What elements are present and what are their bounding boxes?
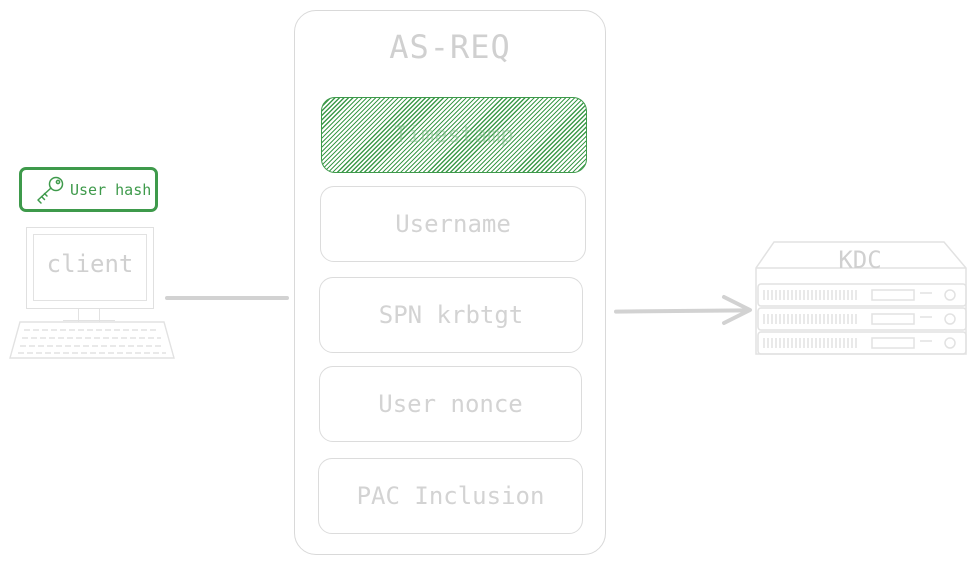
field-user-nonce: User nonce (319, 366, 582, 442)
field-label: User nonce (378, 390, 523, 418)
field-label: SPN krbtgt (378, 301, 524, 329)
user-hash-label: User hash (70, 180, 152, 199)
key-icon (37, 176, 64, 204)
monitor-stand-base (63, 320, 115, 324)
connector-client-to-asreq (165, 296, 289, 300)
field-timestamp: Timestamp (321, 97, 587, 173)
field-spn: SPN krbtgt (319, 277, 583, 353)
user-hash-badge: User hash (19, 167, 158, 212)
field-username: Username (320, 186, 586, 262)
arrowhead-icon (722, 295, 752, 325)
field-label: Username (395, 210, 511, 238)
field-label: Timestamp (394, 122, 514, 148)
client-screen (33, 234, 147, 301)
monitor-stand (78, 309, 100, 322)
client-label: client (46, 250, 134, 278)
client-monitor (26, 227, 154, 309)
panel-title: AS-REQ (389, 28, 511, 66)
field-label: PAC Inclusion (356, 482, 545, 510)
as-req-panel (294, 10, 606, 555)
keyboard-icon (9, 321, 175, 359)
server-rack-icon (755, 241, 967, 355)
field-pac-inclusion: PAC Inclusion (318, 458, 583, 534)
kdc-label: KDC (838, 246, 882, 274)
